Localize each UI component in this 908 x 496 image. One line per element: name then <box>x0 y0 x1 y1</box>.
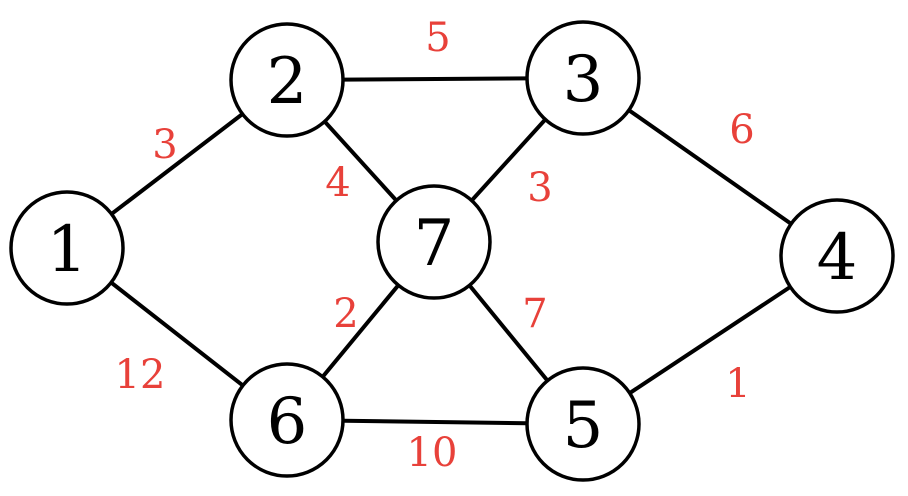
edge-weight-7-6: 2 <box>333 291 358 337</box>
edge-weight-2-7: 4 <box>325 160 350 206</box>
node-label-7: 7 <box>414 207 455 281</box>
edge-weights-layer: 3 12 5 4 3 6 2 7 10 1 <box>115 15 755 476</box>
edge-weight-7-5: 7 <box>522 291 547 337</box>
node-7: 7 <box>376 184 492 300</box>
edge-weight-1-2: 3 <box>152 122 177 168</box>
node-5: 5 <box>525 366 641 482</box>
edge-weight-6-5: 10 <box>407 430 458 476</box>
node-label-5: 5 <box>563 389 604 463</box>
node-circle-4 <box>779 198 895 314</box>
node-1: 1 <box>9 190 125 306</box>
node-label-3: 3 <box>563 43 604 117</box>
node-circle-5 <box>525 366 641 482</box>
node-label-4: 4 <box>817 221 858 295</box>
node-2: 2 <box>229 22 345 138</box>
edge-weight-3-4: 6 <box>729 107 754 153</box>
node-6: 6 <box>229 362 345 478</box>
node-3: 3 <box>525 20 641 136</box>
node-circle-1 <box>9 190 125 306</box>
edge-weight-5-4: 1 <box>725 361 750 407</box>
node-circle-3 <box>525 20 641 136</box>
node-circle-6 <box>229 362 345 478</box>
node-label-2: 2 <box>267 45 308 119</box>
edge-weight-1-6: 12 <box>115 352 166 398</box>
edge-weight-3-7: 3 <box>527 165 552 211</box>
node-circle-2 <box>229 22 345 138</box>
node-4: 4 <box>779 198 895 314</box>
node-label-6: 6 <box>267 385 308 459</box>
node-circle-7 <box>376 184 492 300</box>
edge-weight-2-3: 5 <box>425 15 450 61</box>
node-label-1: 1 <box>47 213 88 287</box>
